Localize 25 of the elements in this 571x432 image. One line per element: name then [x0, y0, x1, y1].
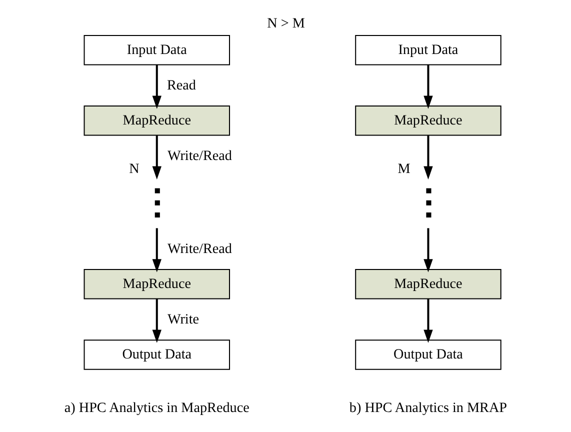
node-box: Output Data — [354, 340, 501, 370]
node-box: MapReduce — [83, 268, 230, 300]
edge-label: Write — [166, 312, 199, 328]
label: a) HPC Analytics in MapReduce — [64, 400, 249, 416]
node-label: N — [128, 160, 139, 177]
arrow — [152, 298, 161, 343]
arrow — [152, 228, 161, 272]
node-box: MapReduce — [354, 268, 501, 300]
arrow — [152, 136, 161, 180]
arrow — [423, 228, 432, 272]
arrow — [423, 64, 432, 109]
arrow — [423, 136, 432, 180]
node-box: Input Data — [83, 34, 230, 66]
node-box: MapReduce — [83, 106, 230, 136]
node-box: Input Data — [354, 34, 501, 66]
edge-label: Write/Read — [166, 241, 232, 258]
edge-label: Read — [166, 78, 196, 94]
label: b) HPC Analytics in MRAP — [348, 400, 507, 416]
node-label: M — [397, 160, 410, 177]
arrow — [152, 64, 161, 109]
diagram-title: N > M — [266, 16, 304, 32]
edge-label: Write/Read — [166, 148, 232, 164]
node-box: Output Data — [83, 340, 230, 370]
node-box: MapReduce — [354, 106, 501, 136]
arrow — [423, 298, 432, 343]
